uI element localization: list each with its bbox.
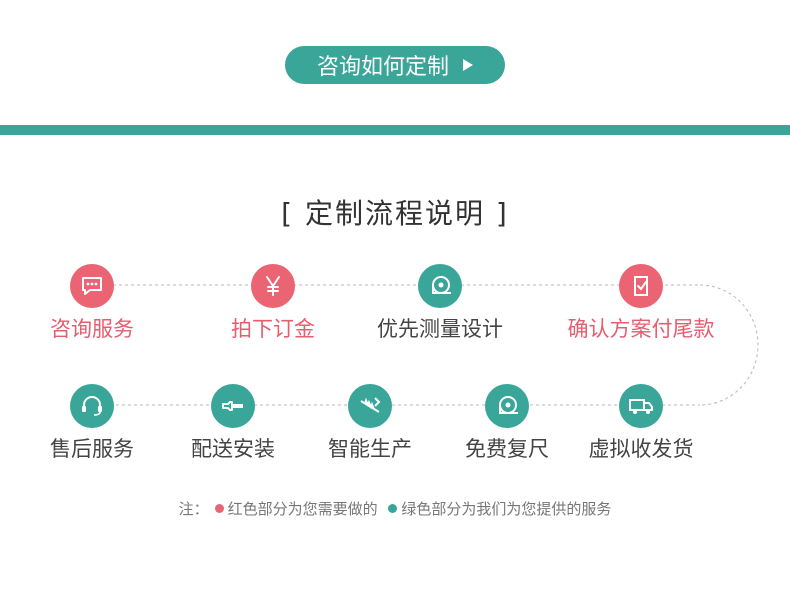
wrench-icon <box>211 384 255 428</box>
step-free-remeasure: 免费复尺 <box>427 384 587 463</box>
headset-icon <box>70 384 114 428</box>
step-delivery-install: 配送安装 <box>153 384 313 463</box>
yen-icon <box>251 264 295 308</box>
legend-note: 注： 红色部分为您需要做的 绿色部分为我们为您提供的服务 <box>0 498 790 519</box>
green-dot-icon <box>388 504 398 513</box>
saw-icon <box>348 384 392 428</box>
step-confirm-final-payment: 确认方案付尾款 <box>561 264 721 343</box>
section-title: [ 定制流程说明 ] <box>281 197 509 230</box>
note-red-text: 红色部分为您需要做的 <box>227 500 378 518</box>
step-label: 配送安装 <box>191 437 275 461</box>
truck-icon <box>619 384 663 428</box>
red-dot-icon <box>214 504 224 513</box>
step-label: 虚拟收发货 <box>588 437 694 461</box>
step-label: 咨询服务 <box>50 317 134 341</box>
step-label: 免费复尺 <box>465 437 549 461</box>
step-after-sales: 售后服务 <box>12 384 172 463</box>
step-label: 拍下订金 <box>231 317 315 341</box>
step-pay-deposit: 拍下订金 <box>193 264 353 343</box>
step-smart-production: 智能生产 <box>290 384 450 463</box>
step-label: 售后服务 <box>50 437 134 461</box>
consult-customization-button[interactable]: 咨询如何定制 <box>285 46 505 84</box>
step-measure-design: 优先测量设计 <box>360 264 520 343</box>
play-arrow-icon <box>463 59 473 71</box>
note-green-text: 绿色部分为我们为您提供的服务 <box>401 500 612 518</box>
tape-measure-icon <box>485 384 529 428</box>
step-label: 优先测量设计 <box>377 317 503 341</box>
chat-bubble-icon <box>70 264 114 308</box>
step-virtual-shipping: 虚拟收发货 <box>561 384 721 463</box>
consult-button-label: 咨询如何定制 <box>316 55 449 80</box>
step-label: 确认方案付尾款 <box>567 317 715 341</box>
checklist-icon <box>619 264 663 308</box>
step-consult-service: 咨询服务 <box>12 264 172 343</box>
step-label: 智能生产 <box>328 437 412 461</box>
section-divider <box>0 125 790 135</box>
tape-measure-icon <box>418 264 462 308</box>
note-prefix: 注： <box>178 500 209 518</box>
